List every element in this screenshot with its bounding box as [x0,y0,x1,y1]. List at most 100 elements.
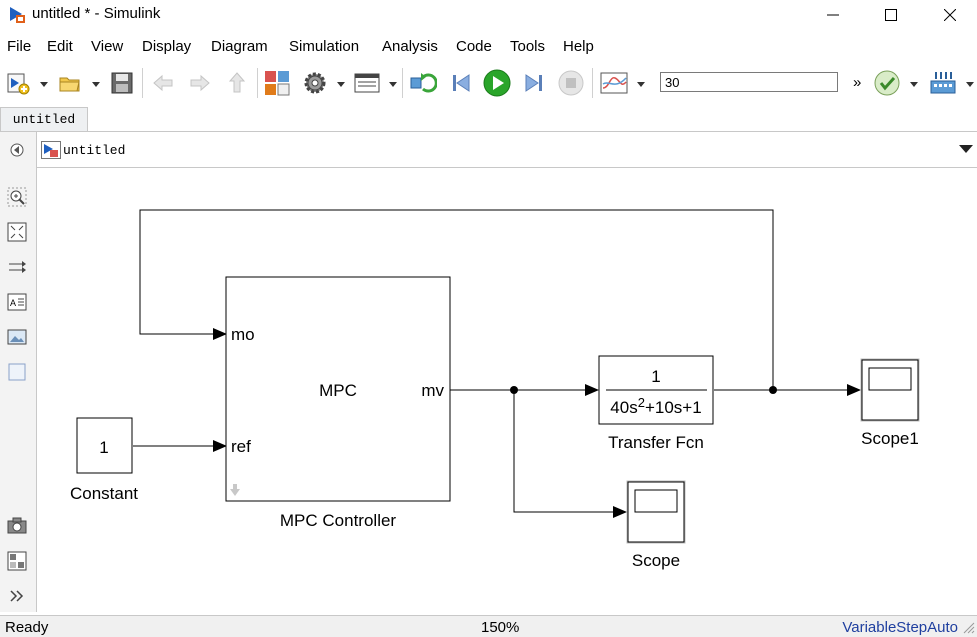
port-ref-label: ref [231,437,251,456]
mv-to-scope-line[interactable] [513,390,627,518]
build-dropdown-arrow[interactable] [966,82,974,87]
tab-strip: untitled [0,107,977,132]
menu-tools[interactable]: Tools [510,38,546,55]
transfer-denominator: 40s2+10s+1 [610,395,701,417]
up-button[interactable] [222,68,252,98]
step-forward-icon [525,74,542,92]
back-button[interactable] [148,68,178,98]
title-bar: untitled * - Simulink [0,0,977,30]
step-back-icon [453,74,470,92]
stop-button[interactable] [556,68,586,98]
stop-time-input[interactable] [660,72,838,92]
close-icon [944,9,956,21]
update-diagram-button[interactable] [408,68,438,98]
menu-display[interactable]: Display [142,38,192,55]
advisor-dropdown-arrow[interactable] [910,82,918,87]
menu-file[interactable]: File [7,38,32,55]
branch-point [769,386,777,394]
menu-view[interactable]: View [91,38,124,55]
annotation-button[interactable]: A [6,291,28,313]
menu-code[interactable]: Code [456,38,492,55]
gear-icon [304,72,326,94]
hide-browser-button[interactable] [6,139,28,161]
fit-to-view-button[interactable] [6,221,28,243]
run-button[interactable] [482,68,512,98]
double-chevron-right-icon [10,590,24,602]
close-button[interactable] [927,0,973,30]
menu-simulation[interactable]: Simulation [289,38,360,55]
model-explorer-button[interactable] [352,68,382,98]
expand-palette-button[interactable] [6,585,28,607]
settings-dropdown-arrow[interactable] [337,82,345,87]
toolbar-separator [402,68,403,98]
new-dropdown-arrow[interactable] [40,82,48,87]
resize-grip-icon[interactable] [961,620,975,634]
simulation-data-inspector-button[interactable] [599,68,629,98]
screenshot-button[interactable] [6,514,28,536]
step-back-button[interactable] [446,68,476,98]
left-palette: A [0,132,37,612]
explorer-dropdown-arrow[interactable] [389,82,397,87]
data-inspector-icon [600,72,628,94]
mpc-title: MPC [319,381,357,400]
toolbar-overflow-button[interactable]: » [853,74,862,91]
area-icon [8,363,26,381]
new-model-button[interactable] [3,68,33,98]
new-model-icon [7,73,30,95]
menu-diagram[interactable]: Diagram [211,38,268,55]
library-browser-button[interactable] [262,68,292,98]
model-advisor-button[interactable] [872,68,902,98]
breadcrumb-label[interactable]: untitled [63,143,126,158]
area-button[interactable] [6,361,28,383]
transfer-fcn-block[interactable]: 1 40s2+10s+1 [598,355,714,425]
minimize-button[interactable] [810,0,856,30]
arrow-down-icon [230,484,240,496]
build-icon [930,72,956,94]
status-bar: Ready 150% VariableStepAuto [0,615,977,637]
step-forward-button[interactable] [519,68,549,98]
model-canvas[interactable]: 1 Constant mo ref mv MPC MPC Controller … [37,168,977,612]
build-button[interactable] [928,68,958,98]
checkmark-icon [874,70,900,96]
save-button[interactable] [107,68,137,98]
constant-label: Constant [70,484,138,503]
camera-icon [7,517,27,534]
model-browser-button[interactable] [6,550,28,572]
scope1-block[interactable] [860,358,920,422]
open-button[interactable] [55,68,85,98]
chevron-down-icon[interactable] [959,144,973,154]
refresh-icon [410,73,437,93]
scope-block[interactable] [626,480,686,544]
menu-edit[interactable]: Edit [47,38,73,55]
signal-routing-button[interactable] [6,256,28,278]
arrow-left-icon [153,74,173,92]
maximize-button[interactable] [868,0,914,30]
transfer-fcn-label: Transfer Fcn [608,433,704,452]
model-browser-icon [7,551,27,571]
menu-analysis[interactable]: Analysis [382,38,438,55]
window-title: untitled * - Simulink [32,5,161,22]
branch-point [510,386,518,394]
tab-untitled[interactable]: untitled [0,107,88,131]
scope1-label: Scope1 [861,429,919,448]
constant-block[interactable]: 1 [76,417,133,474]
open-dropdown-arrow[interactable] [92,82,100,87]
feedback-line[interactable] [139,209,774,390]
image-button[interactable] [6,326,28,348]
library-browser-icon [265,71,290,96]
solver-link[interactable]: VariableStepAuto [842,619,958,636]
toolbar: » [0,62,977,104]
status-text: Ready [5,619,49,636]
zoom-button[interactable] [6,186,28,208]
arrows-icon [9,261,26,273]
menu-help[interactable]: Help [563,38,594,55]
model-settings-button[interactable] [300,68,330,98]
inspector-dropdown-arrow[interactable] [637,82,645,87]
port-mo-label: mo [231,325,255,344]
annotation-icon: A [7,293,27,311]
simulink-logo-icon [10,7,25,23]
forward-button[interactable] [185,68,215,98]
toolbar-separator [257,68,258,98]
stop-icon [558,70,584,96]
mpc-controller-block[interactable]: mo ref mv MPC [225,276,451,502]
